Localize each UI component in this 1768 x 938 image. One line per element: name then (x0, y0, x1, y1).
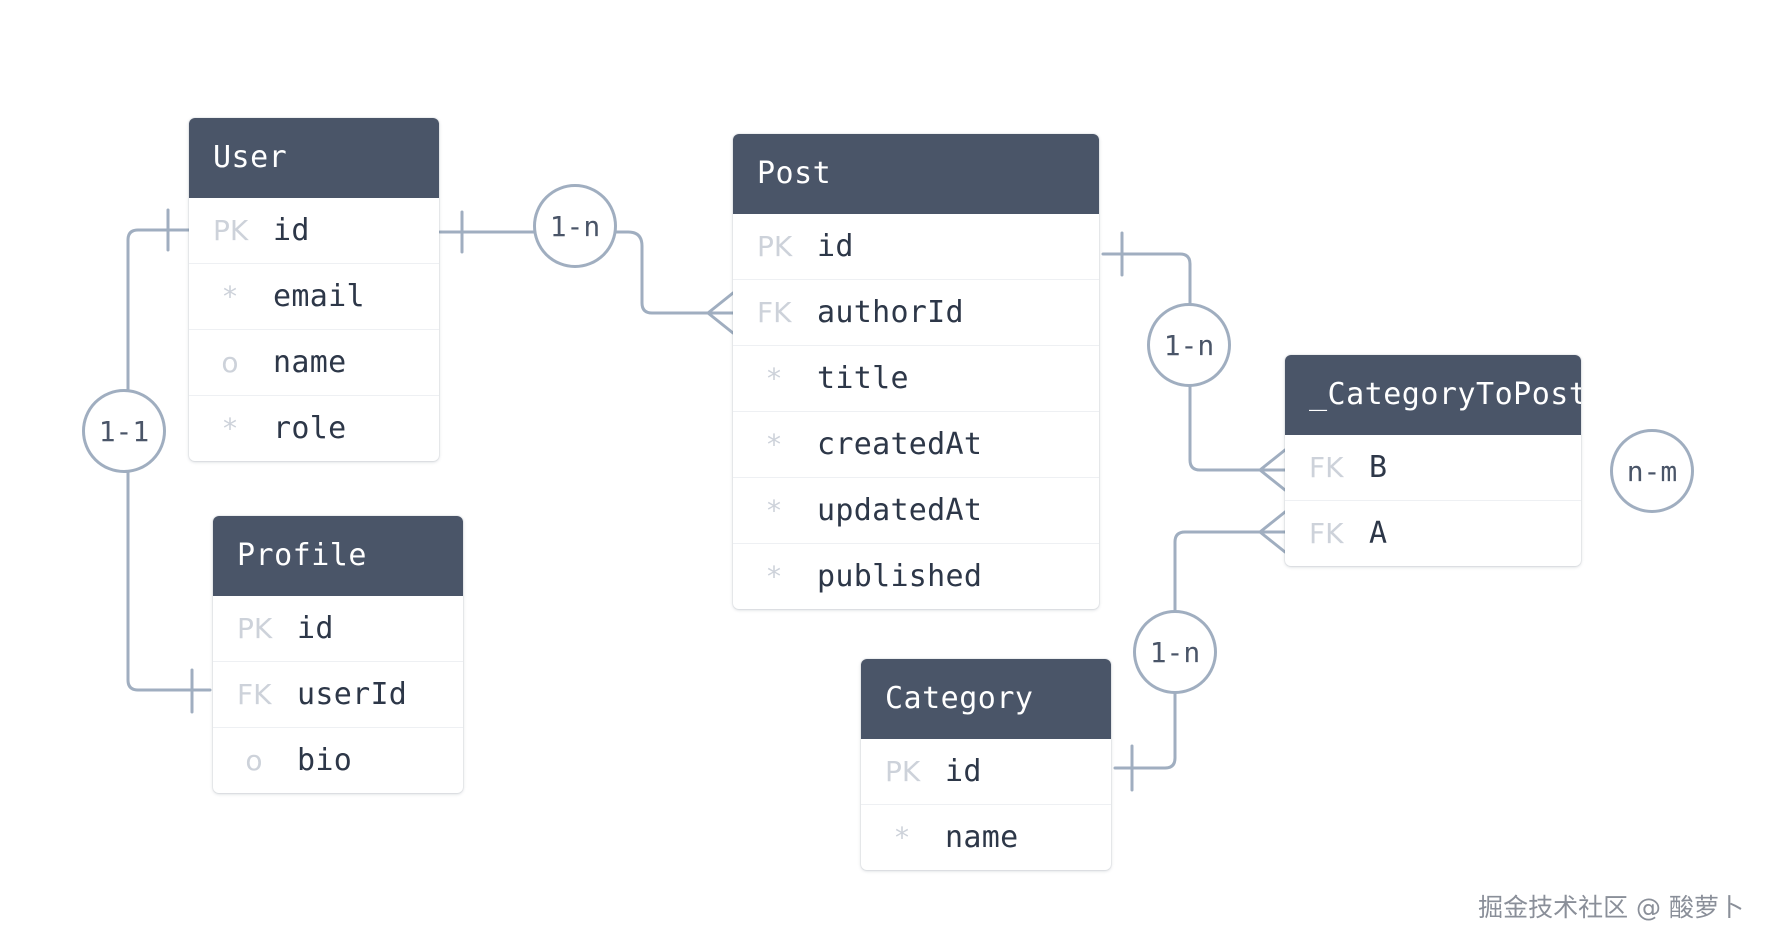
field-name: name (273, 345, 347, 380)
relation-badge-user-post: 1-n (533, 184, 617, 268)
table-profile[interactable]: Profile PK id FK userId o bio (213, 516, 463, 793)
table-row[interactable]: * email (189, 264, 439, 330)
key-marker: PK (213, 214, 249, 247)
relation-badge-user-profile: 1-1 (82, 389, 166, 473)
table-row[interactable]: o name (189, 330, 439, 396)
field-name: role (273, 411, 347, 446)
key-marker: FK (1309, 517, 1344, 550)
table-row[interactable]: FK userId (213, 662, 463, 728)
table-row[interactable]: PK id (861, 739, 1111, 805)
key-marker: * (767, 428, 781, 461)
key-marker: * (895, 821, 909, 854)
field-name: bio (297, 743, 353, 778)
table-title: Profile (213, 516, 463, 596)
relation-badge-category-join: 1-n (1133, 610, 1217, 694)
field-name: email (273, 279, 365, 314)
key-marker: PK (757, 230, 793, 263)
connector-user-post (438, 230, 735, 315)
relation-badge-post-join: 1-n (1147, 303, 1231, 387)
field-name: updatedAt (817, 493, 983, 528)
field-name: createdAt (817, 427, 983, 462)
field-name: A (1369, 516, 1388, 551)
field-name: id (817, 229, 854, 264)
table-title: _CategoryToPost (1285, 355, 1581, 435)
table-row[interactable]: * updatedAt (733, 478, 1099, 544)
field-name: name (945, 820, 1019, 855)
table-row[interactable]: PK id (213, 596, 463, 662)
key-marker: * (767, 494, 781, 527)
key-marker: * (767, 560, 781, 593)
table-row[interactable]: * role (189, 396, 439, 461)
key-marker: o (221, 346, 239, 379)
table-row[interactable]: * title (733, 346, 1099, 412)
field-name: published (817, 559, 983, 594)
key-marker: PK (885, 755, 921, 788)
table-post[interactable]: Post PK id FK authorId * title * created… (733, 134, 1099, 609)
crowfoot-join-b (1258, 448, 1287, 492)
field-name: id (273, 213, 310, 248)
field-name: title (817, 361, 909, 396)
table-title: Post (733, 134, 1099, 214)
table-row[interactable]: FK authorId (733, 280, 1099, 346)
crowfoot-post-authorid (706, 291, 735, 335)
table-row[interactable]: * published (733, 544, 1099, 609)
table-row[interactable]: * createdAt (733, 412, 1099, 478)
field-name: B (1369, 450, 1388, 485)
field-name: id (297, 611, 334, 646)
table-row[interactable]: PK id (733, 214, 1099, 280)
key-marker: * (223, 412, 237, 445)
table-row[interactable]: FK B (1285, 435, 1581, 501)
table-user[interactable]: User PK id * email o name * role (189, 118, 439, 461)
key-marker: * (767, 362, 781, 395)
key-marker: FK (237, 678, 272, 711)
key-marker: PK (237, 612, 273, 645)
table-row[interactable]: o bio (213, 728, 463, 793)
table-row[interactable]: PK id (189, 198, 439, 264)
key-marker: o (245, 744, 263, 777)
table-category-to-post[interactable]: _CategoryToPost FK B FK A (1285, 355, 1581, 566)
table-title: User (189, 118, 439, 198)
key-marker: FK (1309, 451, 1344, 484)
crowfoot-join-a (1258, 510, 1287, 554)
table-title: Category (861, 659, 1111, 739)
field-name: userId (297, 677, 408, 712)
field-name: id (945, 754, 982, 789)
table-row[interactable]: FK A (1285, 501, 1581, 566)
watermark-text: 掘金技术社区 @ 酸萝卜 (1478, 893, 1744, 922)
field-name: authorId (817, 295, 964, 330)
table-row[interactable]: * name (861, 805, 1111, 870)
table-category[interactable]: Category PK id * name (861, 659, 1111, 870)
relation-badge-many-to-many: n-m (1610, 429, 1694, 513)
key-marker: FK (757, 296, 792, 329)
key-marker: * (223, 280, 237, 313)
